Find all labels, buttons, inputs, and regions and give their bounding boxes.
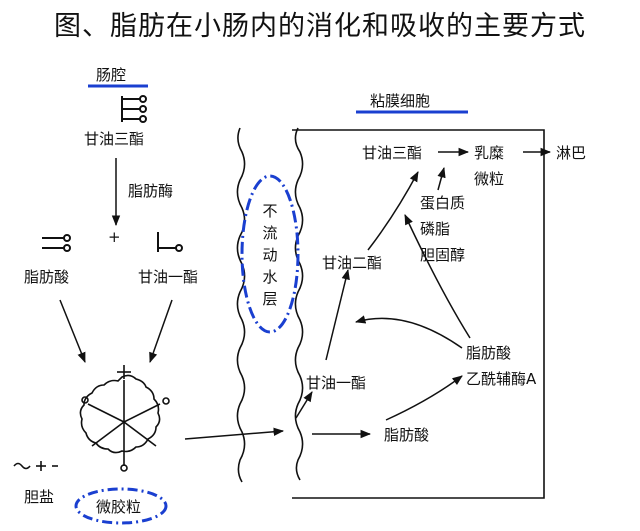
fatty-acid-icon [42, 234, 71, 252]
bile-salt-icon [13, 461, 58, 471]
protein-to-chylomicron-arrow [437, 166, 446, 191]
cell-fatty-acid-entry-label: 脂肪酸 [384, 426, 430, 444]
diagram-title: 图、脂肪在小肠内的消化和吸收的主要方式 [54, 11, 586, 42]
triglyceride-structure-icon [121, 95, 147, 123]
phospholipid-label: 磷脂 [420, 220, 451, 238]
monoglyceride-to-micelle-arrow [149, 299, 173, 363]
lumen-fatty-acid-label: 脂肪酸 [24, 268, 70, 286]
cell-fatty-acid-label: 脂肪酸 [466, 344, 512, 362]
cell-triglyceride-label: 甘油三酯 [362, 144, 423, 162]
cholesterol-label: 胆固醇 [420, 246, 466, 264]
acetyl-coa-label: 乙酰辅酶A [466, 370, 537, 388]
unstirred-layer-highlight-ellipse [240, 174, 300, 334]
monoglyceride-structure-icon [157, 232, 183, 252]
bile-salt-label: 胆盐 [24, 488, 55, 506]
protein-label: 蛋白质 [420, 194, 466, 212]
fatty-acid-to-micelle-arrow [59, 299, 86, 363]
cell-membrane-boundary [294, 127, 304, 481]
micelle-structure-icon [79, 365, 170, 472]
fatty-acid-to-triglyceride-arrow [404, 214, 471, 339]
micelle-to-cell-arrow [184, 427, 285, 440]
monoglyceride-to-diglyceride-arrow [325, 268, 350, 361]
plus-sign: + [108, 228, 121, 246]
chylomicron-label-line1: 乳糜 [474, 144, 505, 162]
mucosa-cell-outline [292, 129, 545, 499]
lumen-triglyceride-label: 甘油三酯 [84, 130, 145, 148]
lipase-label: 脂肪酶 [128, 182, 174, 200]
unstirred-water-layer-label: 不流动水层 [262, 202, 278, 308]
unstirred-layer-left-boundary [236, 127, 246, 483]
cell-monoglyceride-label: 甘油一酯 [306, 374, 367, 392]
diglyceride-label: 甘油二酯 [322, 254, 383, 272]
micelle-highlight-ellipse [74, 487, 168, 525]
lumen-label: 肠腔 [96, 66, 127, 84]
lymph-label: 淋巴 [556, 144, 587, 162]
micelle-label: 微胶粒 [96, 498, 142, 516]
entry-to-monoglyceride-arrow [295, 391, 313, 419]
mucosa-cell-label: 粘膜细胞 [370, 92, 431, 110]
chylomicron-label-line2: 微粒 [474, 170, 505, 188]
lumen-monoglyceride-label: 甘油一酯 [138, 268, 199, 286]
diglyceride-to-triglyceride-arrow [367, 171, 419, 251]
fatty-acid-cell-to-acyl-arrow [385, 375, 463, 421]
fatty-acid-to-diglyceride-arrow [354, 315, 463, 349]
